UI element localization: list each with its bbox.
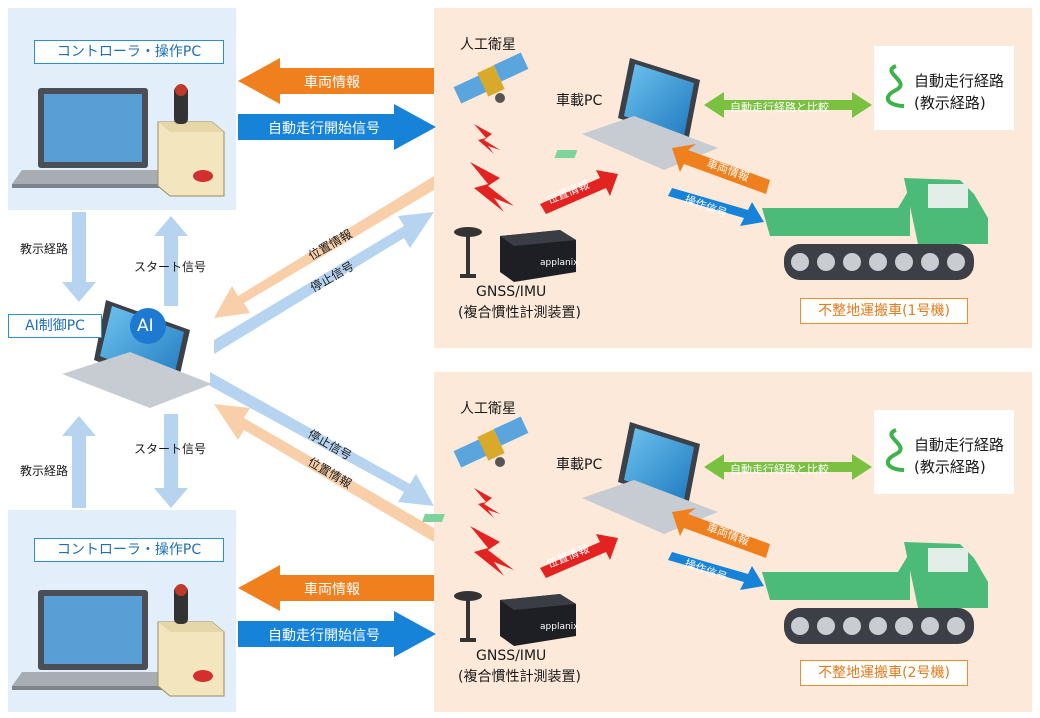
truck-title-bottom: 不整地運搬車(2号機) <box>800 660 968 686</box>
diag-arrow-stop-top <box>214 212 434 354</box>
arrow-vehicle-info-small-bottom <box>672 508 770 558</box>
arrow-operation-small-top <box>668 188 764 226</box>
label-vehicle-info-bottom: 車両情報 <box>304 582 360 598</box>
route-icon-top <box>885 64 905 108</box>
arrow-teach-route-top <box>62 212 96 302</box>
label-start-signal-top: スタート信号 <box>134 260 207 274</box>
label-gnss-top: GNSS/IMU <box>476 284 547 300</box>
label-compare-top: 自動走行経路と比較 <box>730 101 829 114</box>
gnss-antenna-bottom <box>454 591 482 642</box>
gnss-antenna-top <box>454 227 482 278</box>
onboard-laptop-bottom <box>422 422 718 534</box>
label-teach-route-top: 教示経路 <box>20 242 69 256</box>
controller-title-bottom: コントローラ・操作PC <box>34 538 224 562</box>
arrow-position-small-top <box>540 170 618 214</box>
satellite-icon-bottom <box>453 416 529 468</box>
arrow-start-signal-bottom <box>154 414 188 508</box>
truck-title-top: 不整地運搬車(1号機) <box>800 298 968 324</box>
label-satellite-bottom: 人工衛星 <box>460 401 516 417</box>
truck-bottom <box>762 542 988 644</box>
arrow-start-auto-top <box>238 104 436 150</box>
label-onboard-pc-top: 車載PC <box>556 93 603 109</box>
diag-arrow-stop-bottom <box>210 372 434 506</box>
arrow-vehicle-info-bottom <box>238 565 434 611</box>
label-gnss-sub-top: (複合慣性計測装置) <box>458 305 581 321</box>
ai-control-pc-title: AI制御PC <box>8 314 102 338</box>
arrow-vehicle-info-top <box>238 58 434 104</box>
truck-top <box>762 178 988 280</box>
operator-laptop-bottom <box>12 590 176 690</box>
arrow-compare-bottom <box>704 454 872 480</box>
signal-icon-top <box>470 124 514 212</box>
label-brand-top: applanix <box>540 258 579 268</box>
label-route-sub-bottom: (教示経路) <box>914 458 986 476</box>
ai-laptop <box>62 300 212 408</box>
operator-laptop-top <box>12 88 176 188</box>
label-compare-bottom: 自動走行経路と比較 <box>730 463 829 476</box>
signal-icon-bottom <box>470 488 514 576</box>
route-icon-bottom <box>885 428 905 472</box>
label-route-title-top: 自動走行経路 <box>914 72 1005 90</box>
arrow-start-signal-top <box>154 216 188 306</box>
imu-device-bottom <box>500 594 576 646</box>
imu-device-top <box>500 230 576 282</box>
label-vehicle-info-top: 車両情報 <box>304 75 360 91</box>
ai-icon <box>130 308 166 344</box>
arrow-vehicle-info-small-top <box>672 144 770 194</box>
joystick-top <box>157 84 225 197</box>
label-gnss-bottom: GNSS/IMU <box>476 648 547 664</box>
label-teach-route-bottom: 教示経路 <box>20 464 69 478</box>
label-start-auto-top: 自動走行開始信号 <box>268 121 380 137</box>
ai-icon-label: AI <box>137 316 154 336</box>
arrow-operation-small-bottom <box>668 552 764 590</box>
joystick-bottom <box>157 584 225 697</box>
label-onboard-pc-bottom: 車載PC <box>556 457 603 473</box>
diag-arrow-position-bottom <box>214 404 434 542</box>
label-satellite-top: 人工衛星 <box>460 37 516 53</box>
label-gnss-sub-bottom: (複合慣性計測装置) <box>458 669 581 685</box>
diag-arrow-position-top <box>214 176 434 318</box>
arrow-teach-route-bottom <box>62 416 96 508</box>
label-brand-bottom: applanix <box>540 622 579 632</box>
label-route-title-bottom: 自動走行経路 <box>914 436 1005 454</box>
satellite-icon-top <box>453 52 529 104</box>
arrow-start-auto-bottom <box>238 611 436 657</box>
arrow-compare-top <box>704 92 872 118</box>
arrow-position-small-bottom <box>540 534 618 578</box>
label-start-signal-bottom: スタート信号 <box>134 442 207 456</box>
controller-title-top: コントローラ・操作PC <box>34 40 224 64</box>
label-start-auto-bottom: 自動走行開始信号 <box>268 628 380 644</box>
label-route-sub-top: (教示経路) <box>914 94 986 112</box>
